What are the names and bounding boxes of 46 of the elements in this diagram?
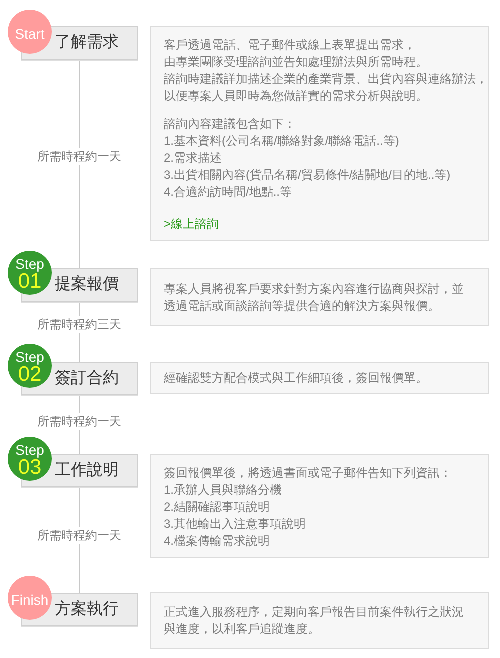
description-panel [150,268,489,326]
step-title: 了解需求 [55,34,119,52]
description-text: 諮詢內容建議包含如下： [164,116,296,133]
description-text: 3.其他輸出入注意事項說明 [164,516,306,533]
step-title: 方案執行 [55,600,119,618]
step-number: 02 [18,364,42,385]
badge-label: Step [16,350,44,364]
description-text: 3.出貨相關內容(貨品名稱/貿易條件/結關地/目的地..等) [164,167,451,184]
edge-label: 所需時程約一天 [38,148,122,166]
description-text: 正式進入服務程序，定期向客戶報告目前案件執行之狀況與進度，以利客戶追蹤進度。 [164,604,465,638]
badge-label: Finish [11,592,49,606]
step-badge [8,344,52,388]
connector-line [79,60,80,268]
step-badge [8,10,52,54]
description-text: 1.基本資料(公司名稱/聯絡對象/聯絡電話..等) [164,133,400,150]
edge-label: 所需時程約一天 [38,528,122,544]
description-panel [150,26,489,241]
description-text: 諮詢時建議詳加描述企業的產業背景、出貨內容與連絡辦法， [164,71,488,88]
description-text: 經確認雙方配合模式與工作細項後，簽回報價單。 [164,370,428,387]
description-text: 2.需求描述 [164,150,222,167]
badge-label: Start [15,26,45,40]
description-text: 2.結關確認事項說明 [164,499,270,516]
description-panel [150,362,489,394]
step-badge [8,437,52,481]
consult-link: >線上諮詢 [164,216,220,233]
badge-label: Step [16,257,44,271]
edge-label: 所需時程約一天 [38,414,122,430]
step-title: 提案報價 [55,276,119,294]
step-badge [8,576,52,620]
description-panel [150,592,489,649]
description-text: 以便專案人員即時為您做詳實的需求分析與說明。 [164,88,428,105]
step-number: 01 [18,271,42,292]
step-badge [8,251,52,295]
description-text: 專案人員將視客戶要求針對方案內容進行協商與探討，並透過電話或面談諮詢等提供合適的解決方案與報價。 [164,281,465,315]
step-number: 03 [18,457,42,478]
description-text: 簽回報價單後，將透過書面或電子郵件告知下列資訊： [164,465,452,482]
description-text: 客戶透過電話、電子郵件或線上表單提出需求， [164,37,416,54]
step-title: 簽訂合約 [55,370,119,388]
description-panel [150,454,489,558]
step-title: 工作說明 [55,462,119,480]
badge-label: Step [16,443,44,457]
edge-label: 所需時程約三天 [38,316,122,334]
description-text: 4.檔案傳輸需求說明 [164,533,270,550]
description-text: 1.承辦人員與聯絡分機 [164,482,282,499]
description-text: 由專業團隊受理諮詢並告知處理辦法與所需時程。 [164,54,428,71]
description-text: 4.合適約訪時間/地點..等 [164,184,292,201]
